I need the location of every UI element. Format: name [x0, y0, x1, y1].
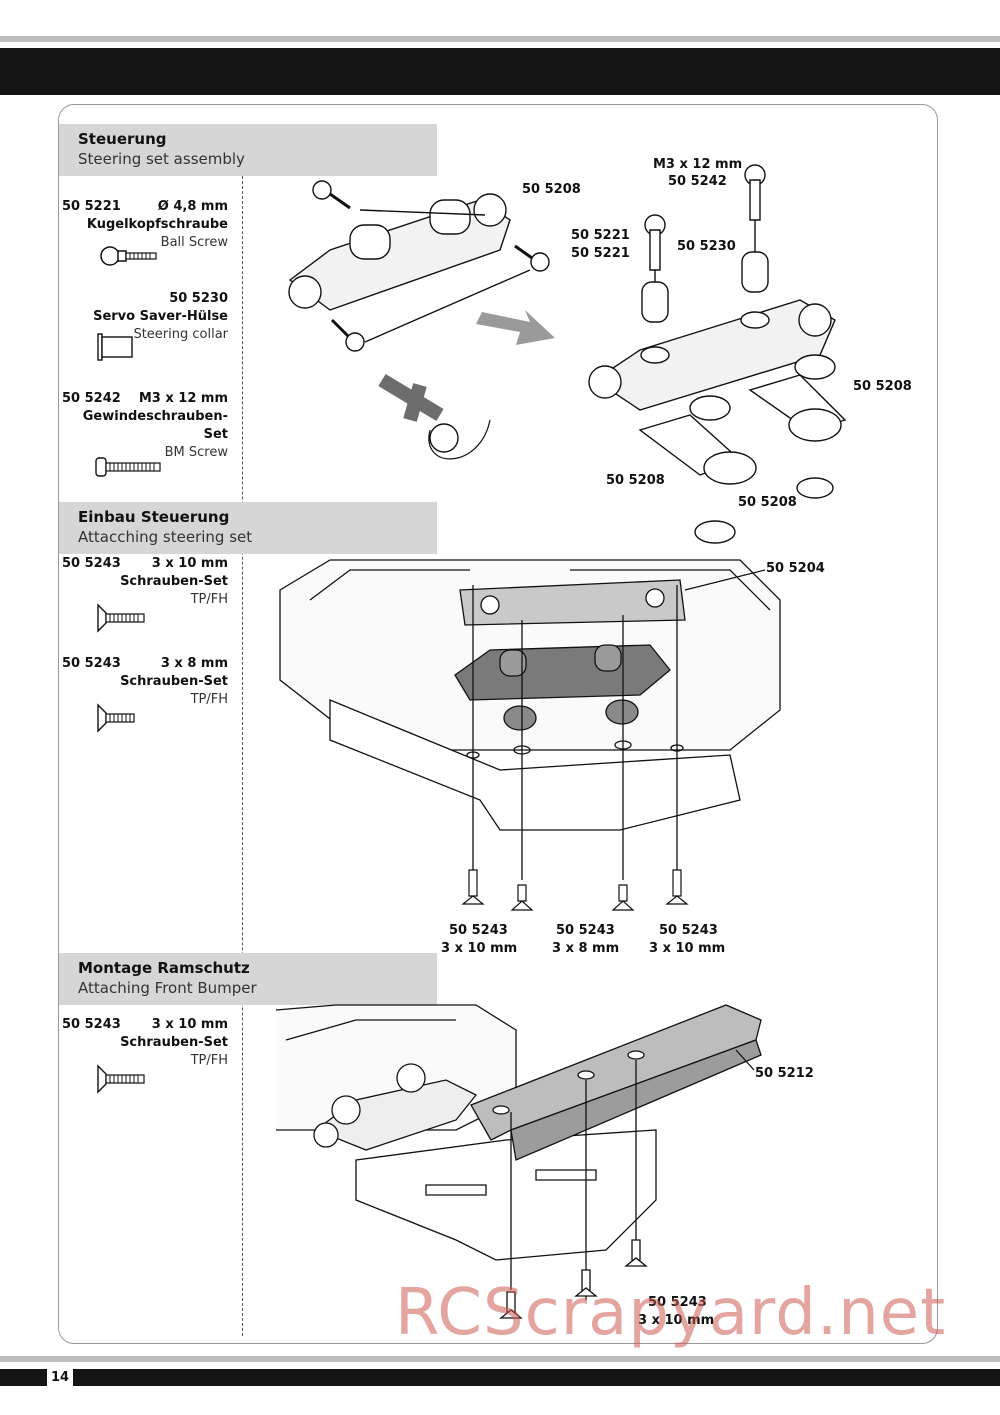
- part-number: 50 5243: [62, 1017, 121, 1032]
- part-name-de: Servo Saver-Hülse: [93, 309, 228, 324]
- header-stripe: [0, 36, 1000, 42]
- part-number: 50 5243: [62, 656, 121, 671]
- callout-50-5221: 50 5221: [571, 246, 630, 261]
- part-size: 3 x 10 mm: [151, 556, 228, 571]
- callout-50-5208: 50 5208: [606, 473, 665, 488]
- callout-50-5208: 50 5208: [738, 495, 797, 510]
- part-name-en: BM Screw: [164, 445, 228, 460]
- part-name-en: TP/FH: [190, 592, 228, 607]
- part-name-en: TP/FH: [190, 1053, 228, 1068]
- part-entry-steering-collar: 50 5230 Servo Saver-Hülse Steering colla…: [62, 290, 228, 364]
- callout-3x10: 3 x 10 mm: [649, 941, 726, 956]
- countersunk-screw-icon: [97, 603, 145, 633]
- callout-50-5243: 50 5243: [449, 923, 508, 938]
- part-name-de: Schrauben-Set: [120, 574, 228, 589]
- section-title-de: Einbau Steuerung: [78, 508, 230, 526]
- header-bar: [0, 48, 1000, 95]
- callout-50-5221: 50 5221: [571, 228, 630, 243]
- part-entry-screw-3x10: 50 5243 3 x 10 mm Schrauben-Set TP/FH: [62, 1016, 228, 1094]
- countersunk-screw-icon: [97, 703, 135, 733]
- part-name-en: Steering collar: [133, 327, 228, 342]
- part-entry-screw-3x8: 50 5243 3 x 8 mm Schrauben-Set TP/FH: [62, 655, 228, 733]
- part-number: 50 5243: [62, 556, 121, 571]
- content-panel: [58, 104, 938, 1344]
- section-title-en: Steering set assembly: [78, 150, 245, 168]
- part-entry-bm-screw: 50 5242 M3 x 12 mm Gewindeschrauben-Set B…: [62, 390, 228, 480]
- footer-stripe: [0, 1356, 1000, 1362]
- part-number: 50 5230: [169, 291, 228, 306]
- callout-50-5212: 50 5212: [755, 1066, 814, 1081]
- part-size: 3 x 8 mm: [160, 656, 228, 671]
- callout-50-5230: 50 5230: [677, 239, 736, 254]
- callout-50-5208: 50 5208: [522, 182, 581, 197]
- section-title-en: Attacching steering set: [78, 528, 253, 546]
- part-name-de: Kugelkopfschraube: [86, 217, 228, 232]
- bm-screw-icon: [95, 457, 161, 477]
- callout-50-5242: 50 5242: [668, 174, 727, 189]
- callout-50-5204: 50 5204: [766, 561, 825, 576]
- footer-bar: [0, 1369, 1000, 1386]
- part-size: 3 x 10 mm: [151, 1017, 228, 1032]
- part-entry-ball-screw: 50 5221 Ø 4,8 mm Kugelkopfschraube Ball S…: [62, 198, 228, 272]
- section-title-en: Attaching Front Bumper: [78, 979, 257, 997]
- part-number: 50 5242: [62, 391, 121, 406]
- watermark: RCScrapyard.net: [395, 1276, 947, 1350]
- ball-screw-icon: [100, 246, 157, 266]
- section-header-steering: Steuerung Steering set assembly: [59, 124, 437, 176]
- section-title-de: Steuerung: [78, 130, 167, 148]
- part-name-en: Ball Screw: [160, 235, 228, 250]
- part-name-en: TP/FH: [190, 692, 228, 707]
- part-name-de: Schrauben-Set: [120, 674, 228, 689]
- steering-collar-icon: [97, 333, 133, 361]
- steering-assembly-illustration: [270, 170, 930, 550]
- section-header-front-bumper: Montage Ramschutz Attaching Front Bumper: [59, 953, 437, 1005]
- chassis-steering-illustration: [270, 550, 790, 930]
- callout-3x8: 3 x 8 mm: [552, 941, 620, 956]
- callout-m3x12: M3 x 12 mm: [653, 157, 743, 172]
- callout-3x10: 3 x 10 mm: [638, 1313, 715, 1328]
- callout-50-5243: 50 5243: [556, 923, 615, 938]
- part-size: Ø 4,8 mm: [157, 199, 228, 214]
- parts-column-divider: [242, 176, 243, 1336]
- part-name-de: Schrauben-Set: [120, 1035, 228, 1050]
- callout-3x10: 3 x 10 mm: [441, 941, 518, 956]
- section-header-attaching-steering: Einbau Steuerung Attacching steering set: [59, 502, 437, 554]
- callout-50-5243: 50 5243: [659, 923, 718, 938]
- page-number: 14: [47, 1369, 74, 1386]
- part-entry-screw-3x10: 50 5243 3 x 10 mm Schrauben-Set TP/FH: [62, 555, 228, 633]
- part-size: M3 x 12 mm: [138, 391, 228, 406]
- callout-50-5243: 50 5243: [648, 1295, 707, 1310]
- part-name-de: Gewindeschrauben-Set: [82, 409, 228, 442]
- front-bumper-illustration: [276, 1000, 776, 1330]
- callout-50-5208: 50 5208: [853, 379, 912, 394]
- section-title-de: Montage Ramschutz: [78, 959, 250, 977]
- part-number: 50 5221: [62, 199, 121, 214]
- countersunk-screw-icon: [97, 1064, 145, 1094]
